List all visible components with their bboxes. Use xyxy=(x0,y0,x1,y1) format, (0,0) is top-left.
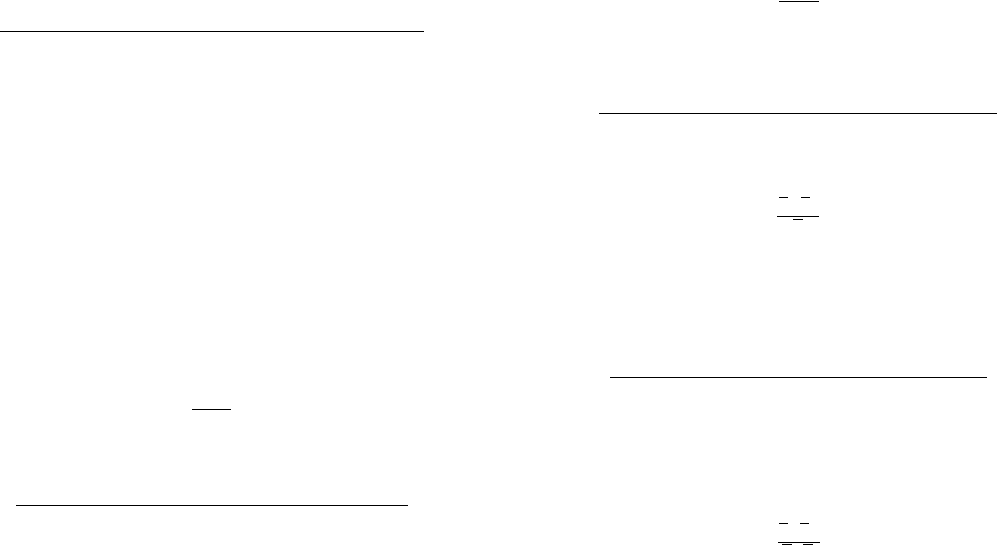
overline-mark xyxy=(793,219,803,220)
fraction-bar-left xyxy=(192,409,231,410)
horizontal-rule-lower-right xyxy=(610,377,987,378)
fraction-bar-middle-right xyxy=(777,216,819,217)
overline-mark xyxy=(800,523,809,524)
horizontal-rule-bottom-left xyxy=(16,505,408,506)
fraction-bar-bottom-right xyxy=(778,542,820,543)
overline-mark xyxy=(801,197,810,198)
overline-mark xyxy=(779,523,788,524)
horizontal-rule-upper-right xyxy=(599,113,997,114)
overline-mark xyxy=(779,197,788,198)
horizontal-rule-top-left xyxy=(0,31,424,32)
fraction-bar-top-right xyxy=(779,1,819,2)
